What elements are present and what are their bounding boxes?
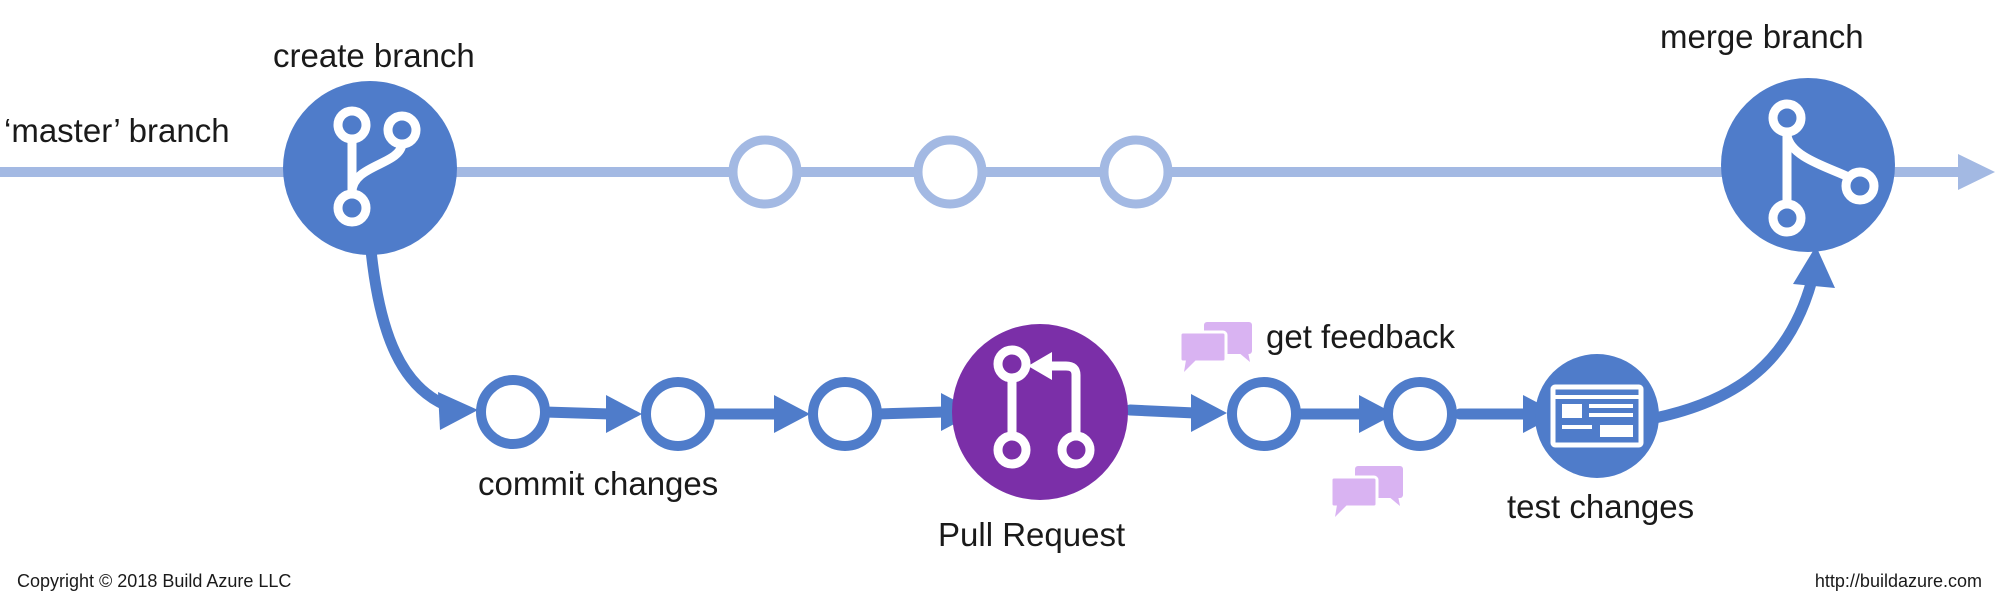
pull-request-icon (993, 345, 1095, 469)
master-commit-node (728, 135, 802, 209)
master-arrowhead (1958, 154, 1995, 190)
pull-request-node (952, 324, 1128, 500)
create-branch-node (283, 81, 457, 255)
create-branch-label: create branch (273, 37, 475, 74)
git-merge-icon (1768, 99, 1879, 237)
feature-branch-path (364, 234, 1818, 424)
test-changes-node (1535, 354, 1659, 478)
merge-branch-label: merge branch (1660, 18, 1864, 55)
master-commit-node (913, 135, 987, 209)
feature-commit-node (476, 375, 550, 449)
chat-bubbles-icon (1329, 466, 1403, 517)
feature-commit-node (808, 377, 882, 451)
feature-commit-node (641, 377, 715, 451)
pull-request-label: Pull Request (938, 516, 1125, 553)
feature-commit-node (1227, 377, 1301, 451)
get-feedback-label: get feedback (1266, 318, 1455, 355)
feature-commit-node (1383, 377, 1457, 451)
browser-window-icon (1550, 384, 1644, 448)
master-commit-node (1099, 135, 1173, 209)
merge-branch-node (1721, 78, 1895, 252)
commit-changes-label: commit changes (478, 465, 718, 502)
test-changes-label: test changes (1507, 488, 1694, 525)
master-branch-label: ‘master’ branch (4, 112, 230, 149)
copyright-text: Copyright © 2018 Build Azure LLC (17, 571, 291, 591)
chat-bubbles-icon (1178, 322, 1252, 372)
git-branch-icon (333, 106, 421, 227)
website-url: http://buildazure.com (1815, 571, 1982, 591)
